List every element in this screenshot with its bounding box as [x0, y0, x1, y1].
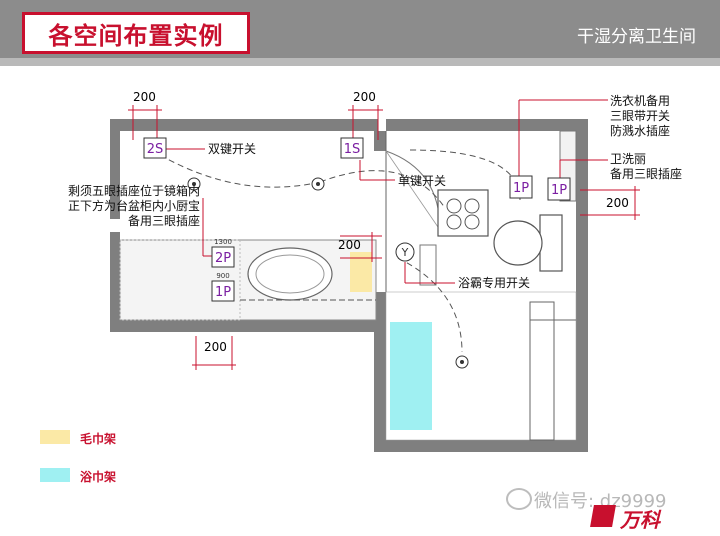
- brand-logo-icon: [590, 505, 616, 527]
- wall-left-lower: [110, 232, 120, 332]
- legend-swatch-bath-towel-rack: [40, 468, 70, 482]
- page-subtitle: 干湿分离卫生间: [577, 27, 696, 47]
- annotation-mirror-line-3: 备用三眼插座: [127, 214, 200, 228]
- wechat-icon: [506, 488, 532, 510]
- bath-towel-rack: [390, 322, 432, 430]
- annotation-washer-line-2: 三眼带开关: [610, 109, 671, 123]
- wall-bottom-left: [110, 320, 384, 332]
- annotation-washer-line-1: 洗衣机备用: [610, 94, 671, 108]
- title-box: 各空间布置实例: [22, 12, 250, 54]
- annotation-mirror-socket: 剩须五眼插座位于镜箱内 正下方为台盆柜内小厨宝 备用三眼插座: [30, 184, 200, 229]
- header-divider: [0, 58, 720, 66]
- wall-top-right: [386, 119, 588, 131]
- toilet-bowl: [493, 220, 543, 266]
- dim-right: 200: [606, 196, 629, 210]
- wall-right: [576, 119, 588, 452]
- legend-label-towel-rack: 毛巾架: [80, 432, 117, 446]
- heater-switch-symbol: Y: [401, 246, 409, 259]
- wall-bottom-right: [374, 440, 588, 452]
- socket-1p-washer-label: 1P: [513, 181, 529, 196]
- switch-2s-label: 2S: [147, 142, 164, 157]
- annotation-toilet-line-2: 备用三眼插座: [610, 167, 683, 181]
- annotation-mirror-line-1: 剩须五眼插座位于镜箱内: [67, 184, 200, 198]
- socket-2p-label: 2P: [215, 251, 231, 266]
- watermark-text: 微信号: dz9999: [534, 491, 667, 512]
- dim-mid-left: 200: [338, 238, 361, 252]
- dim-top-left: 200: [133, 90, 156, 104]
- annotation-washer-line-3: 防溅水插座: [610, 124, 671, 138]
- annotation-toilet-line-1: 卫洗丽: [610, 152, 647, 166]
- legend-swatch-towel-rack: [40, 430, 70, 444]
- wall-left-upper: [110, 119, 120, 219]
- socket-1p-vanity-label: 1P: [215, 285, 231, 300]
- towel-rack: [350, 252, 372, 292]
- vanity-hatch: [119, 239, 241, 321]
- brand-logo-text: 万科: [620, 508, 660, 532]
- height-900: 900: [216, 272, 229, 280]
- annotation-double-switch: 双键开关: [208, 142, 257, 156]
- height-1300: 1300: [214, 238, 232, 246]
- page-title: 各空间布置实例: [48, 21, 224, 50]
- vanity-counter: [119, 239, 377, 321]
- legend-label-bath-towel-rack: 浴巾架: [80, 470, 117, 484]
- annotation-bath-heater-switch: 浴霸专用开关: [458, 276, 531, 290]
- socket-1p-toilet-label: 1P: [551, 183, 567, 198]
- annotation-mirror-line-2: 正下方为台盆柜内小厨宝: [67, 199, 200, 213]
- wall-mid-vertical: [374, 131, 386, 151]
- wall-lower-left-vertical: [374, 292, 386, 452]
- annotation-single-switch: 单键开关: [398, 174, 447, 188]
- washer: [437, 189, 489, 237]
- annotation-toilet-socket: 卫洗丽 备用三眼插座: [610, 152, 682, 182]
- dim-top-mid: 200: [353, 90, 376, 104]
- toilet-tank: [539, 214, 563, 272]
- vanity-basin: [247, 247, 333, 301]
- switch-1s-label: 1S: [344, 142, 361, 157]
- annotation-washer-socket: 洗衣机备用 三眼带开关 防溅水插座: [610, 94, 670, 139]
- dim-bottom: 200: [204, 340, 227, 354]
- wall-top-left: [110, 119, 378, 131]
